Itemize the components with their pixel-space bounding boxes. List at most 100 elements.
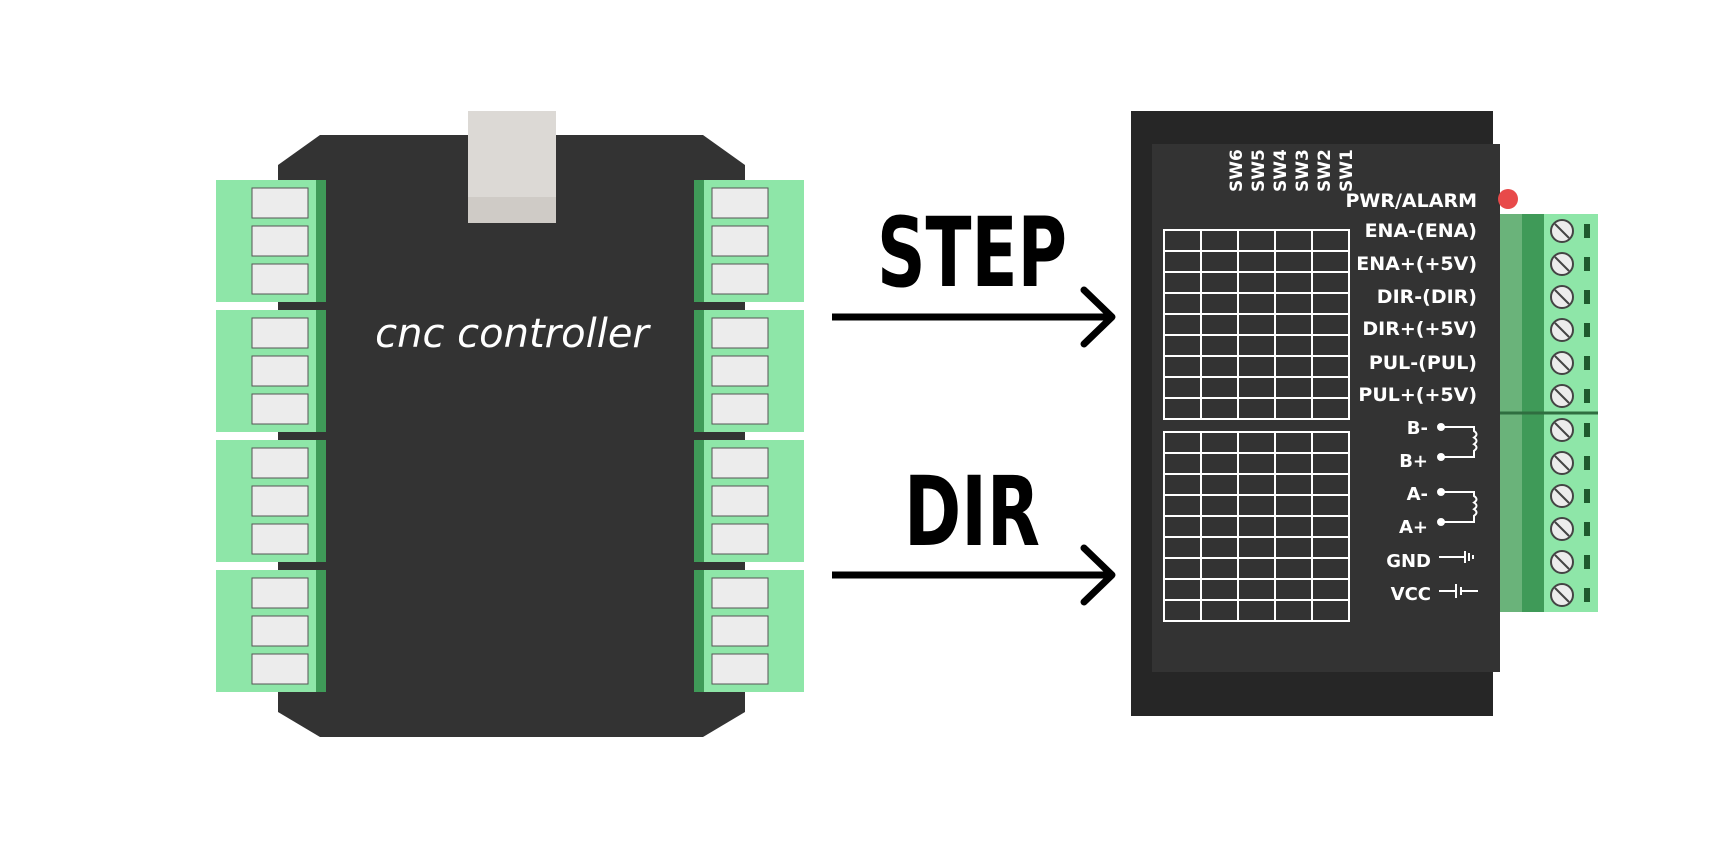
terminal-slot [251,577,309,609]
terminal-label: ENA-(ENA) [1365,220,1477,242]
dir-signal: DIR [832,456,1116,606]
terminal-slot [251,317,309,349]
terminal-screw [1550,583,1590,607]
screw-slot [1554,322,1570,338]
usb-connector-shade [468,197,556,223]
terminal-slot [711,485,769,517]
terminal-pin [1584,389,1590,403]
terminal-screw [1550,517,1590,541]
switch-label: SW5 [1249,149,1269,192]
terminal-pin [1584,423,1590,437]
terminal-pin [1584,489,1590,503]
terminal-screw [1550,252,1590,276]
screw-slot [1554,388,1570,404]
terminal-labels: PWR/ALARMENA-(ENA)ENA+(+5V)DIR-(DIR)DIR+… [1345,190,1477,605]
step-arrow-head [1080,286,1116,348]
terminal-label: DIR-(DIR) [1377,286,1477,308]
terminal-slot [251,615,309,647]
terminal-label: A+ [1399,517,1428,538]
step-label: STEP [877,197,1067,309]
terminal-housing-upper-mid [1500,214,1522,412]
terminal-block-edge [694,180,704,302]
terminal-screw [1550,550,1590,574]
terminal-screw [1550,484,1590,508]
dip-switch-tables [1163,229,1350,622]
terminal-block-edge [694,310,704,432]
screw-slot [1554,587,1570,603]
terminal-slot [251,355,309,387]
terminal-block-edge [694,570,704,692]
terminal-block-edge [316,440,326,562]
terminal-screw [1550,418,1590,442]
terminal-pin [1584,257,1590,271]
switch-label: SW1 [1337,149,1357,192]
terminal-pin [1584,588,1590,602]
terminal-slot [711,317,769,349]
dir-arrow-head [1080,544,1116,606]
terminal-slot [251,653,309,685]
switch-label: SW6 [1227,149,1247,192]
terminal-slot [711,187,769,219]
terminal-screw [1550,219,1590,243]
left-terminal-block [216,180,326,302]
coil-b-winding [1441,426,1478,458]
grid-border [1163,229,1350,420]
terminal-label: PUL-(PUL) [1369,352,1477,374]
screw-slot [1554,554,1570,570]
terminal-pin [1584,522,1590,536]
terminal-housing-lower-dark [1522,414,1544,612]
screw-slot [1554,223,1570,239]
driver-panel [1152,144,1500,672]
terminal-label: VCC [1391,584,1431,605]
alarm-led [1498,189,1518,209]
terminal-block-edge [316,310,326,432]
terminal-slot [251,263,309,295]
screw-slot [1554,455,1570,471]
terminal-label: B- [1407,418,1428,439]
right-terminal-block [694,310,804,432]
left-terminal-blocks [216,180,326,692]
terminal-slot [711,615,769,647]
terminal-slot [251,393,309,425]
screw-slot [1554,256,1570,272]
switch-label: SW2 [1315,149,1335,192]
coil-a-symbol [1437,488,1478,526]
terminal-pin [1584,456,1590,470]
vcc-symbol [1439,584,1478,598]
screw-slot [1554,488,1570,504]
terminal-housing-upper-dark [1522,214,1544,412]
terminal-pin [1584,290,1590,304]
terminal-slot [711,355,769,387]
left-terminal-block [216,310,326,432]
terminal-slot [711,523,769,555]
coil-a-winding [1441,491,1478,523]
right-terminal-block [694,180,804,302]
current-setting-table [1163,229,1350,420]
left-terminal-block [216,570,326,692]
terminal-screw [1550,451,1590,475]
terminal-label: PWR/ALARM [1345,190,1477,212]
terminal-slot [711,225,769,257]
terminal-slot [711,653,769,685]
terminal-pin [1584,224,1590,238]
terminal-label: B+ [1399,451,1428,472]
terminal-slot [251,187,309,219]
terminal-housing-lower-mid [1500,414,1522,612]
cnc-controller: cnc controller [216,111,804,737]
terminal-block-edge [316,570,326,692]
driver-terminal-strip [1500,214,1598,612]
dir-label: DIR [904,456,1040,568]
switch-label: SW3 [1293,149,1313,192]
screw-slot [1554,355,1570,371]
terminal-pin [1584,356,1590,370]
coil-b-symbol [1437,423,1478,461]
switch-label: SW4 [1271,149,1291,192]
right-terminal-block [694,570,804,692]
step-signal: STEP [832,197,1116,348]
terminal-slot [711,577,769,609]
terminal-screw [1550,384,1590,408]
microstep-setting-table [1163,431,1350,622]
